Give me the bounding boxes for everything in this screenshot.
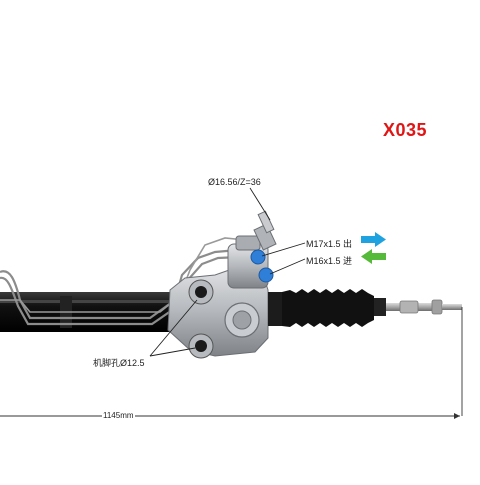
rubber-boot	[268, 289, 386, 327]
length-dimension	[0, 307, 463, 419]
overall-length-label: 1145mm	[102, 411, 135, 420]
callout-leaders	[149, 187, 306, 357]
mount-hole-label: 机脚孔Ø12.5	[93, 358, 145, 368]
inlet-port-cap	[258, 267, 274, 283]
inlet-port-label: M16x1.5 进	[306, 256, 353, 266]
tie-rod	[386, 299, 462, 315]
port-caps	[250, 249, 274, 283]
part-code: X035	[383, 120, 428, 140]
outlet-port-cap	[250, 249, 266, 265]
arrow-left-icon	[361, 249, 386, 264]
spline-spec-label: Ø16.56/Z=36	[208, 177, 261, 187]
valve-housing	[167, 210, 277, 359]
arrow-right-icon	[361, 232, 386, 247]
outlet-port-label: M17x1.5 出	[306, 239, 353, 249]
